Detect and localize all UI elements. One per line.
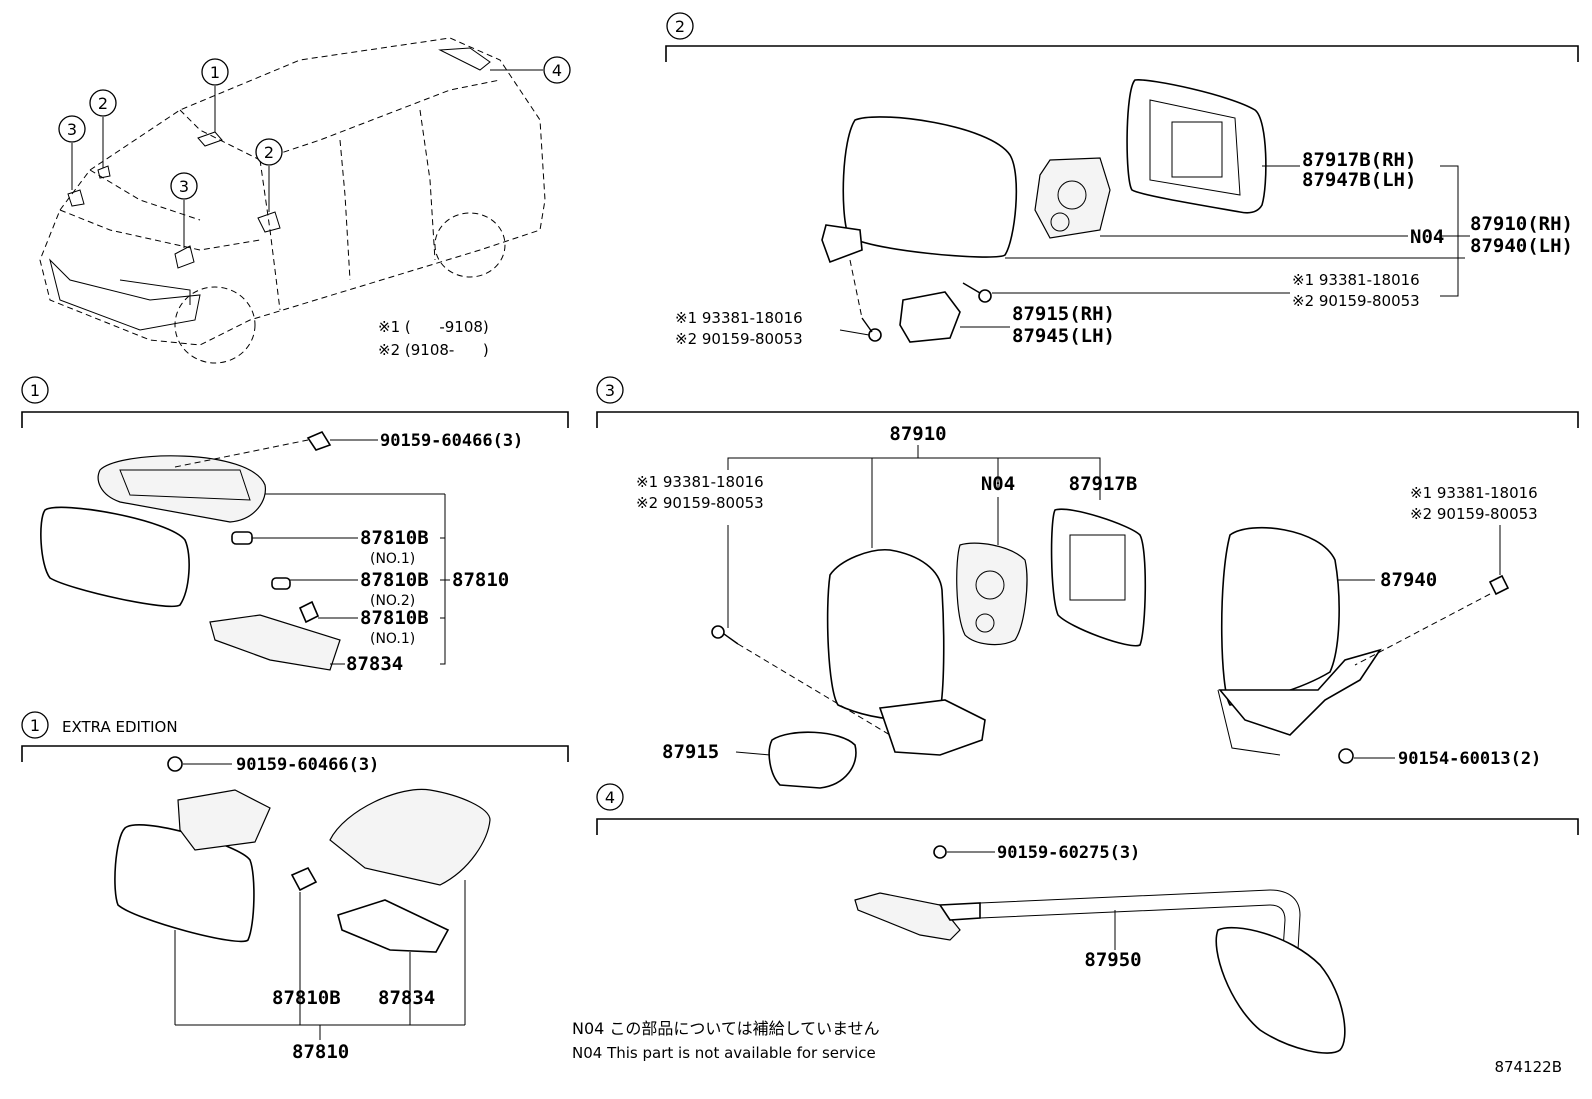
date-note-1: ※1 ( -9108)	[378, 318, 489, 336]
note-japanese: N04 この部品については補給していません	[572, 1019, 880, 1038]
callout-4: 4	[552, 61, 562, 80]
screw-right-2-label: ※2 90159-80053	[1292, 292, 1420, 310]
section-1-marker: 1	[30, 381, 40, 400]
assy-lh-label: 87940(LH)	[1470, 235, 1573, 257]
cover3-label: 87915	[662, 741, 719, 763]
bulb2-label: 87810B	[360, 569, 429, 591]
screw3-right-2-label: ※2 90159-80053	[1410, 505, 1538, 523]
section-4: 4 90159-60275(3) 87950	[596, 783, 1579, 1054]
bulb3-note: (NO.1)	[370, 631, 415, 647]
callout-3b: 3	[179, 177, 189, 196]
glass3-label: 87917B	[1069, 473, 1138, 495]
section-3: 3 87910	[596, 376, 1579, 789]
callout-1: 1	[210, 63, 220, 82]
glass-lh-label: 87947B(LH)	[1302, 169, 1416, 191]
glass-rh-label: 87917B(RH)	[1302, 149, 1416, 171]
note-english: N04 This part is not available for servi…	[572, 1044, 876, 1062]
extra-bulb-label: 87810B	[272, 987, 341, 1009]
screw-left-1-label: ※1 93381-18016	[675, 309, 803, 327]
footer: N04 この部品については補給していません N04 This part is n…	[572, 1019, 1562, 1076]
bolt-label: 90159-60466(3)	[380, 431, 523, 451]
section-2: 2 87917B(RH) 87947B(LH) N04 87910(RH)	[665, 12, 1579, 348]
screw-right-1-label: ※1 93381-18016	[1292, 271, 1420, 289]
bulb2-note: (NO.2)	[370, 593, 415, 609]
section-1-extra-marker: 1	[30, 716, 40, 735]
extra-edition-title: EXTRA EDITION	[62, 718, 178, 736]
section-4-marker: 4	[605, 788, 615, 807]
callout-2b: 2	[264, 143, 274, 162]
diagram-code: 874122B	[1494, 1058, 1562, 1076]
motor-label: N04	[1410, 226, 1444, 248]
screw-left-2-label: ※2 90159-80053	[675, 330, 803, 348]
mirror4-label: 87950	[1084, 949, 1141, 971]
extra-assy-label: 87810	[292, 1041, 349, 1063]
bulb1-note: (NO.1)	[370, 551, 415, 567]
assy-label: 87810	[452, 569, 509, 591]
section-1-extra: 1 EXTRA EDITION 90159-60466(3) 87810B 87…	[21, 711, 569, 1063]
date-note-2: ※2 (9108- )	[378, 341, 489, 359]
motor3-label: N04	[981, 473, 1015, 495]
overview-van: 1 2 3 2 3 4 ※1 ( -9108) ※2 (9108- )	[39, 37, 571, 364]
callout-3: 3	[67, 120, 77, 139]
cover-label: 87834	[346, 653, 403, 675]
bolt3-label: 90154-60013(2)	[1398, 749, 1541, 769]
extra-cover-label: 87834	[378, 987, 435, 1009]
cover-rh-label: 87915(RH)	[1012, 303, 1115, 325]
extra-bolt-label: 90159-60466(3)	[236, 755, 379, 775]
screw3-right-1-label: ※1 93381-18016	[1410, 484, 1538, 502]
section-2-marker: 2	[675, 17, 685, 36]
cover-lh-label: 87945(LH)	[1012, 325, 1115, 347]
section-3-marker: 3	[605, 381, 615, 400]
section-1: 1 90159-60466(3) 87810B (NO.1) 87810B (N…	[21, 376, 569, 675]
callout-2: 2	[98, 94, 108, 113]
bolt4-label: 90159-60275(3)	[997, 843, 1140, 863]
bulb1-label: 87810B	[360, 527, 429, 549]
assy-left-label: 87910	[889, 423, 946, 445]
screw3-left-2-label: ※2 90159-80053	[636, 494, 764, 512]
screw3-left-1-label: ※1 93381-18016	[636, 473, 764, 491]
bulb3-label: 87810B	[360, 607, 429, 629]
assy-right-label: 87940	[1380, 569, 1437, 591]
assy-rh-label: 87910(RH)	[1470, 213, 1573, 235]
